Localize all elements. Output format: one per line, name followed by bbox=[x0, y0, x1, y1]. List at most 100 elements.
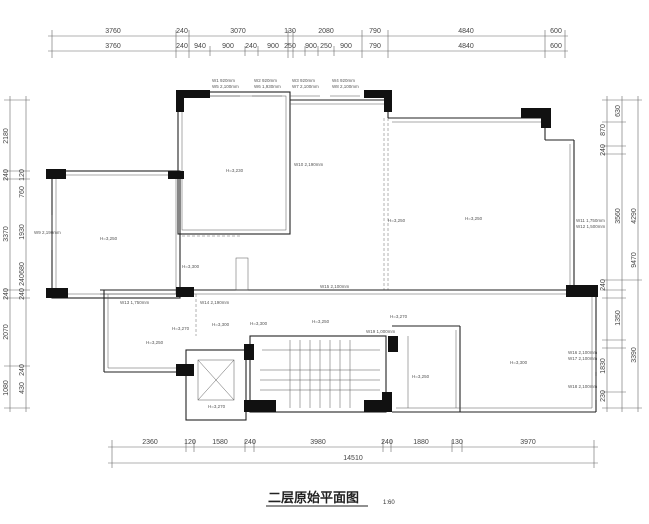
column-2 bbox=[176, 90, 184, 112]
opening-label-15: W15 2,100mm bbox=[320, 284, 350, 289]
column-5 bbox=[46, 169, 66, 179]
opening-label-14: W14 2,190mm bbox=[200, 300, 230, 305]
top-dim-1: 3760 bbox=[105, 28, 121, 35]
bottom-total-dim: 14510 bbox=[343, 455, 363, 462]
opening-label-3: W3 920mm bbox=[292, 78, 315, 83]
room-label-8: H=3,300 bbox=[250, 321, 268, 326]
top2-dim-12: 4840 bbox=[458, 43, 474, 50]
top2-dim-4: 900 bbox=[222, 43, 234, 50]
left-dim-1: 2180 bbox=[3, 128, 10, 144]
opening-label-4: W4 920mm bbox=[332, 78, 355, 83]
right-total-dim: 9470 bbox=[631, 252, 638, 268]
column-12 bbox=[388, 336, 398, 352]
opening-label-17: W17 2,100mm bbox=[568, 356, 598, 361]
column-7 bbox=[521, 108, 549, 118]
right-dim-1: 630 bbox=[615, 105, 622, 117]
bottom-dim-7: 1880 bbox=[413, 439, 429, 446]
room-labels: H=3,230 H=3,250 H=3,250 H=3,250 H=3,300 … bbox=[100, 168, 528, 409]
opening-label-12: W12 1,500mm bbox=[576, 224, 606, 229]
columns bbox=[46, 90, 598, 412]
opening-label-9: W9 2,190mm bbox=[34, 230, 61, 235]
right-inner-dim-2: 240 bbox=[600, 144, 607, 156]
opening-label-13: W13 1,750mm bbox=[120, 300, 150, 305]
left-dim-2: 240 bbox=[3, 169, 10, 181]
top2-dim-5: 240 bbox=[245, 43, 257, 50]
opening-label-10: W10 2,190mm bbox=[294, 162, 324, 167]
column-9 bbox=[46, 288, 68, 298]
column-13 bbox=[176, 364, 194, 376]
bottom-dim-4: 240 bbox=[244, 439, 256, 446]
right-dim-3: 4290 bbox=[631, 208, 638, 224]
room-label-6: H=3,270 bbox=[172, 326, 190, 331]
room-label-12: H=3,250 bbox=[412, 374, 430, 379]
drawing-title-text: 二层原始平面图 bbox=[268, 490, 359, 506]
top-dim-2: 240 bbox=[176, 28, 188, 35]
opening-label-1: W1 920mm bbox=[212, 78, 235, 83]
left-dim-6: 1080 bbox=[3, 380, 10, 396]
left-inner-dim-5: 680 bbox=[19, 262, 26, 274]
bottom-dim-2: 120 bbox=[184, 439, 196, 446]
top-dim-7: 4840 bbox=[458, 28, 474, 35]
opening-label-6: W6 1,930mm bbox=[254, 84, 281, 89]
opening-labels: W1 920mm W2 920mm W3 920mm W4 920mm W5 2… bbox=[34, 78, 606, 389]
top2-dim-13: 600 bbox=[550, 43, 562, 50]
left-inner-dim-6: 240 bbox=[19, 288, 26, 300]
opening-label-5: W5 2,100mm bbox=[212, 84, 239, 89]
room-label-13: H=3,300 bbox=[510, 360, 528, 365]
right-inner-dim-4: 1830 bbox=[600, 358, 607, 374]
opening-label-2: W2 920mm bbox=[254, 78, 277, 83]
drawing-scale: 1:60 bbox=[383, 500, 395, 506]
top-dimensions: 3760 240 3070 130 2080 790 4840 600 3760… bbox=[48, 28, 568, 58]
room-label-11: H=3,270 bbox=[390, 314, 408, 319]
opening-label-7: W7 2,100mm bbox=[292, 84, 319, 89]
room-label-4: H=3,250 bbox=[388, 218, 406, 223]
column-1 bbox=[176, 90, 210, 98]
right-dim-4: 1350 bbox=[615, 310, 622, 326]
left-inner-dim-8: 430 bbox=[19, 382, 26, 394]
right-inner-dim-1: 870 bbox=[600, 124, 607, 136]
opening-label-8: W8 2,100mm bbox=[332, 84, 359, 89]
room-label-9: H=3,250 bbox=[146, 340, 164, 345]
left-inner-dim-1: 120 bbox=[19, 169, 26, 181]
room-label-3: H=3,250 bbox=[465, 216, 483, 221]
top2-dim-8: 900 bbox=[305, 43, 317, 50]
top2-dim-9: 250 bbox=[320, 43, 332, 50]
room-label-14: H=3,270 bbox=[208, 404, 226, 409]
right-dim-2: 3560 bbox=[615, 208, 622, 224]
room-label-2: H=3,250 bbox=[100, 236, 118, 241]
column-17 bbox=[382, 392, 392, 412]
top-dim-4: 130 bbox=[284, 28, 296, 35]
bottom-dimensions: 2360 120 1580 240 3980 240 1880 130 3970… bbox=[108, 439, 598, 468]
room-label-1: H=3,230 bbox=[226, 168, 244, 173]
left-dim-4: 240 bbox=[3, 288, 10, 300]
column-10 bbox=[176, 287, 194, 297]
left-inner-dim-7: 240 bbox=[19, 364, 26, 376]
opening-label-19: W19 1,000mm bbox=[366, 329, 396, 334]
left-dim-5: 2070 bbox=[3, 324, 10, 340]
column-8 bbox=[541, 108, 551, 128]
windows bbox=[51, 95, 597, 400]
column-14 bbox=[244, 344, 254, 360]
left-dim-3: 3370 bbox=[3, 226, 10, 242]
column-11 bbox=[566, 285, 598, 297]
bottom-dim-1: 2360 bbox=[142, 439, 158, 446]
column-15 bbox=[244, 400, 276, 412]
left-dimensions: 2180 240 3370 240 2070 1080 120 760 1930… bbox=[3, 96, 30, 412]
right-inner-dim-5: 230 bbox=[600, 390, 607, 402]
opening-label-11: W11 1,750mm bbox=[576, 218, 605, 223]
left-inner-dim-3: 1930 bbox=[19, 224, 26, 240]
top2-dim-3: 940 bbox=[194, 43, 206, 50]
bottom-dim-3: 1580 bbox=[212, 439, 228, 446]
right-dim-5: 3390 bbox=[631, 347, 638, 363]
top2-dim-2: 240 bbox=[176, 43, 188, 50]
top-dim-8: 600 bbox=[550, 28, 562, 35]
opening-label-16: W16 2,100mm bbox=[568, 350, 598, 355]
column-6 bbox=[168, 171, 184, 179]
drawing-title: 二层原始平面图 1:60 bbox=[266, 490, 395, 507]
room-label-7: H=3,300 bbox=[212, 322, 230, 327]
left-inner-dim-4: 240 bbox=[19, 274, 26, 286]
walls bbox=[51, 91, 597, 421]
bottom-dim-8: 130 bbox=[451, 439, 463, 446]
top-dim-3: 3070 bbox=[230, 28, 246, 35]
